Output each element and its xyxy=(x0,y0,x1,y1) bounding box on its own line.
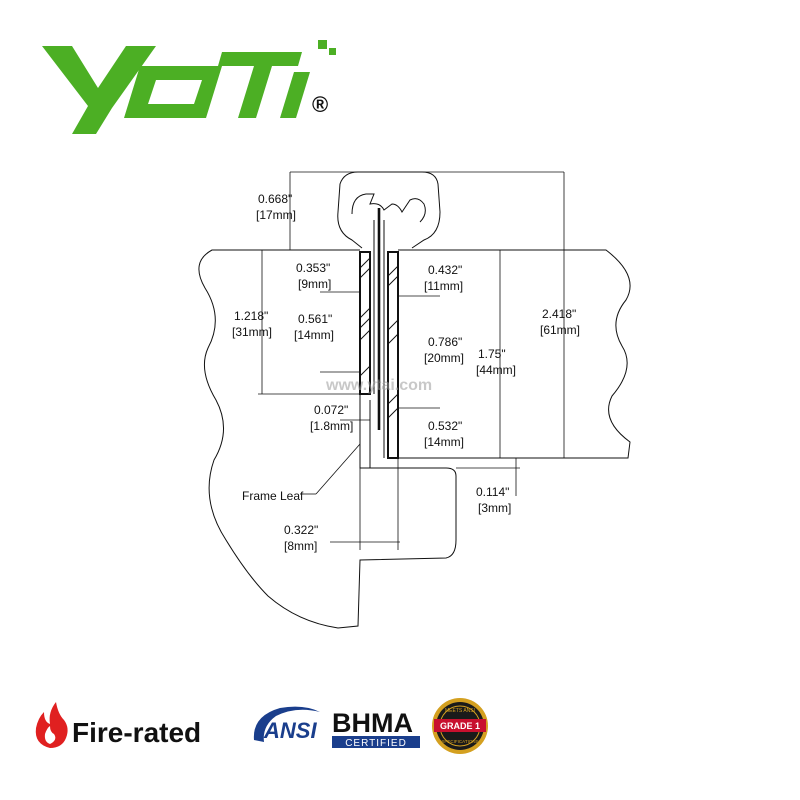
dim-0114-in: 0.114" xyxy=(476,485,509,499)
dim-0786-mm: [20mm] xyxy=(424,351,464,365)
dim-0532-mm: [14mm] xyxy=(424,435,464,449)
dim-0561-mm: [14mm] xyxy=(294,328,334,342)
dim-0072-mm: [1.8mm] xyxy=(310,419,353,433)
logo-plus-icon xyxy=(318,40,327,49)
seal-top-text: MEETS ANSI xyxy=(445,708,475,714)
ansi-swoosh xyxy=(253,706,320,742)
certification-footer: Fire-rated ANSI BHMA CERTIFIED MEETS ANS… xyxy=(35,698,488,754)
watermark: www.ytai.com xyxy=(325,377,432,394)
dim-0353-mm: [9mm] xyxy=(298,277,331,291)
dim-0532-in: 0.532" xyxy=(428,419,462,433)
logo-t-shape xyxy=(218,52,302,118)
ansi-label: ANSI xyxy=(263,718,317,743)
bhma-logo: BHMA CERTIFIED xyxy=(332,708,420,749)
right-door-outline xyxy=(398,249,631,459)
dim-0786-in: 0.786" xyxy=(428,335,462,349)
logo-i-shape xyxy=(280,72,310,118)
dim-0322-mm: [8mm] xyxy=(284,539,317,553)
bhma-certified-label: CERTIFIED xyxy=(345,738,407,749)
seal-bottom-text: SPECIFICATIONS xyxy=(441,739,478,744)
hinge-leaf-right xyxy=(387,251,399,459)
dim-0668-mm: [17mm] xyxy=(256,208,296,222)
logo-plus-icon-small xyxy=(329,48,336,55)
dim-1218-in: 1.218" xyxy=(234,309,268,323)
dim-0668-in: 0.668" xyxy=(258,192,292,206)
dim-0072-in: 0.072" xyxy=(314,403,348,417)
dim-0353-in: 0.353" xyxy=(296,261,330,275)
hinge-leaf-left xyxy=(359,251,371,395)
bhma-label: BHMA xyxy=(332,708,413,738)
dim-1218-mm: [31mm] xyxy=(232,325,272,339)
ansi-logo: ANSI xyxy=(253,706,320,743)
hinge-cross-section: 0.668" [17mm] 0.353" [9mm] 1.218" [31mm]… xyxy=(198,171,631,629)
dim-0432-in: 0.432" xyxy=(428,263,462,277)
left-door-outline xyxy=(198,249,457,629)
seal-ribbon xyxy=(434,719,486,732)
dim-0561-in: 0.561" xyxy=(298,312,332,326)
bhma-certified-bar xyxy=(332,736,420,748)
seal-grade-text: GRADE 1 xyxy=(440,721,480,731)
hinge-screw-hatching xyxy=(359,257,399,419)
fire-rated-label: Fire-rated xyxy=(72,717,201,748)
dimension-lines xyxy=(258,171,565,550)
dim-0432-mm: [11mm] xyxy=(424,279,463,293)
hinge-knuckle-top xyxy=(337,171,441,249)
flame-icon-inner xyxy=(44,726,56,744)
logo-o-shape xyxy=(124,66,222,118)
frame-leaf-bracket xyxy=(359,394,385,469)
registered-mark: ® xyxy=(312,92,328,117)
dim-175-in: 1.75" xyxy=(478,347,506,361)
dim-0322-in: 0.322" xyxy=(284,523,318,537)
dim-2418-in: 2.418" xyxy=(542,307,576,321)
dim-0114-mm: [3mm] xyxy=(478,501,511,515)
dim-2418-mm: [61mm] xyxy=(540,323,580,337)
brand-logo: ® xyxy=(42,40,336,134)
logo-y-shape xyxy=(42,46,156,134)
dim-175-mm: [44mm] xyxy=(476,363,516,377)
frame-leaf-label: Frame Leaf xyxy=(242,489,304,503)
grade1-seal: MEETS ANSI GRADE 1 SPECIFICATIONS xyxy=(432,698,488,754)
flame-icon xyxy=(35,702,68,748)
